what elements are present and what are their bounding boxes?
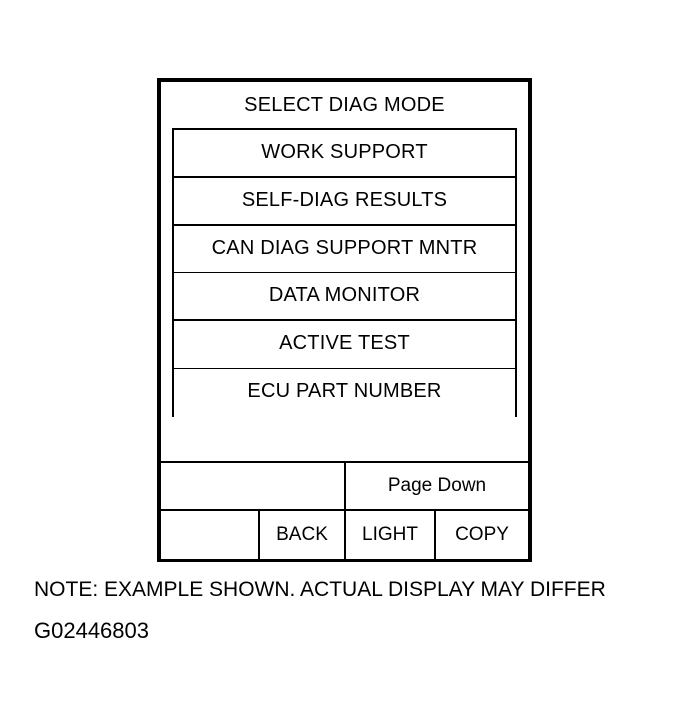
light-button[interactable]: LIGHT	[344, 511, 434, 559]
figure-id: G02446803	[34, 618, 149, 643]
back-button[interactable]: BACK	[258, 511, 344, 559]
menu-item-self-diag-results[interactable]: SELF-DIAG RESULTS	[174, 177, 515, 226]
page-navigation-row: Page Down	[161, 463, 528, 511]
copy-button[interactable]: COPY	[434, 511, 528, 559]
softkey-blank	[161, 511, 258, 559]
menu-item-ecu-part-number[interactable]: ECU PART NUMBER	[174, 368, 515, 417]
menu-item-active-test[interactable]: ACTIVE TEST	[174, 321, 515, 369]
function-button-row: BACK LIGHT COPY	[161, 511, 528, 559]
screen-title: SELECT DIAG MODE	[244, 94, 445, 116]
softkey-area: Page Down BACK LIGHT COPY	[161, 461, 528, 559]
menu-item-data-monitor[interactable]: DATA MONITOR	[174, 273, 515, 322]
menu-item-can-diag-support-mntr[interactable]: CAN DIAG SUPPORT MNTR	[174, 225, 515, 274]
figure-note: NOTE: EXAMPLE SHOWN. ACTUAL DISPLAY MAY …	[34, 578, 606, 601]
softkey-page-blank	[161, 463, 344, 509]
page-down-button[interactable]: Page Down	[344, 463, 528, 509]
diag-mode-menu-list: WORK SUPPORT SELF-DIAG RESULTS CAN DIAG …	[172, 128, 517, 417]
screen-blank-area	[161, 417, 528, 461]
menu-item-work-support[interactable]: WORK SUPPORT	[174, 130, 515, 178]
scan-tool-screen-frame: SELECT DIAG MODE WORK SUPPORT SELF-DIAG …	[157, 78, 532, 562]
